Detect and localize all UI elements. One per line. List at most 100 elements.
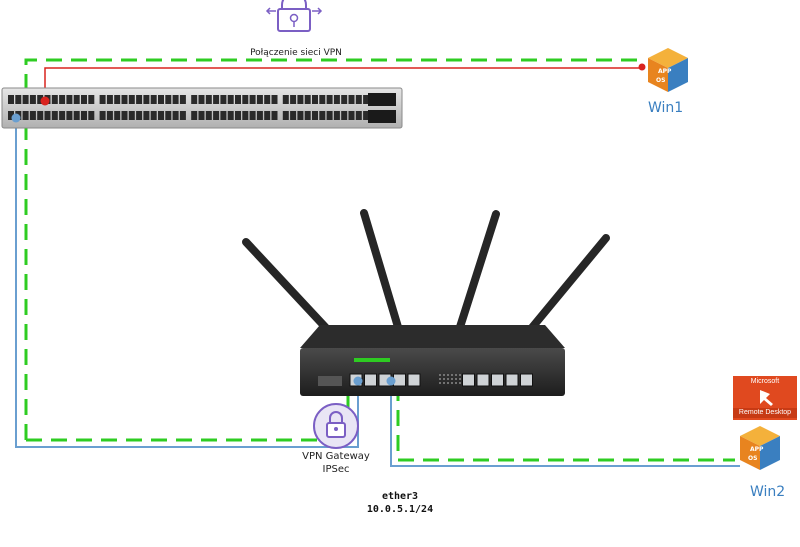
switch-port [165, 111, 172, 120]
switch-port [290, 111, 297, 120]
switch-port [106, 95, 113, 104]
wireless-router [300, 325, 565, 396]
switch-port [198, 111, 205, 120]
switch-port [242, 111, 249, 120]
switch-port [22, 95, 29, 104]
status-led [459, 382, 461, 384]
vpn-gateway-label: VPN Gateway IPSec [296, 450, 376, 476]
switch-port [158, 111, 164, 120]
switch-port [191, 95, 198, 104]
status-led [447, 374, 449, 376]
router-port [364, 373, 377, 387]
switch-port [319, 95, 326, 104]
remote-desktop-arrow-icon [760, 390, 773, 406]
status-led [447, 382, 449, 384]
switch-port [22, 111, 29, 120]
switch-port [88, 111, 95, 120]
switch-port [66, 95, 73, 104]
router-port [476, 373, 490, 387]
router-port [491, 373, 504, 387]
vm-os-text: OS [656, 77, 665, 84]
switch-port [348, 95, 355, 104]
status-led [455, 378, 457, 380]
switch-port [227, 111, 234, 120]
remote-desktop-title: Remote Desktop [733, 408, 797, 418]
switch-port [282, 111, 289, 120]
switch-port [179, 95, 186, 104]
switch-port [136, 111, 143, 120]
router-port-gateway[interactable] [353, 376, 363, 386]
switch-port [341, 111, 348, 120]
router-port [520, 373, 533, 387]
switch-port [37, 111, 44, 120]
vpn-tunnel-path-gateway [26, 372, 350, 442]
switch-port [264, 95, 271, 104]
switch-port [172, 111, 179, 120]
switch-port [81, 111, 87, 120]
router-port [407, 373, 421, 387]
switch-port [73, 95, 80, 104]
switch-port-uplink[interactable] [40, 96, 50, 106]
switch-port [355, 95, 362, 104]
switch-port [326, 95, 333, 104]
win1-vm-icon: APP OS [648, 48, 688, 92]
status-led [447, 378, 449, 380]
switch-port [8, 95, 14, 104]
switch-port [114, 95, 121, 104]
status-led [443, 374, 445, 376]
switch-port [220, 111, 227, 120]
ether3-ip-address: 10.0.5.1/24 [366, 504, 434, 515]
switch-port [158, 95, 164, 104]
win2-vm-icon: APP OS [740, 426, 780, 470]
switch-port [220, 95, 227, 104]
switch-port [304, 95, 311, 104]
switch-port [106, 111, 113, 120]
switch-port-lan[interactable] [11, 113, 21, 123]
switch-port [8, 111, 14, 120]
switch-port [150, 95, 157, 104]
switch-port [290, 95, 297, 104]
router-port-ether3[interactable] [386, 376, 396, 386]
switch-port [348, 111, 355, 120]
switch-port [256, 111, 263, 120]
switch-port [213, 95, 220, 104]
lan-link-switch-router [15, 118, 359, 448]
switch-port [66, 111, 73, 120]
router-status-leds [439, 374, 461, 384]
switch-port [59, 111, 66, 120]
switch-ports [8, 95, 370, 120]
status-led [439, 374, 441, 376]
switch-port [59, 95, 66, 104]
router-port [505, 373, 519, 387]
status-led [443, 382, 445, 384]
network-switch [1, 87, 403, 129]
switch-port [282, 95, 289, 104]
switch-port [88, 95, 95, 104]
router-antennas [242, 209, 610, 334]
switch-port [271, 111, 278, 120]
status-led [439, 382, 441, 384]
switch-port [73, 111, 80, 120]
vm-app-text: APP [750, 446, 764, 453]
switch-port [99, 111, 106, 120]
switch-port [205, 111, 212, 120]
status-led [451, 378, 453, 380]
switch-port [319, 111, 326, 120]
remote-desktop-icon: Microsoft Remote Desktop [733, 376, 797, 420]
status-led [451, 382, 453, 384]
vpn-connection-label: Połączenie sieci VPN [250, 48, 342, 58]
switch-port [333, 111, 340, 120]
ether3-port-name: ether3 [381, 491, 419, 502]
status-led [455, 374, 457, 376]
switch-port [51, 95, 58, 104]
switch-port [172, 95, 179, 104]
switch-port [249, 95, 256, 104]
vpn-gateway-lock-icon [313, 403, 359, 449]
switch-port [114, 111, 121, 120]
switch-port [355, 111, 362, 120]
lock-icon [265, 0, 323, 32]
switch-port [235, 95, 241, 104]
switch-port [143, 111, 150, 120]
switch-port [227, 95, 234, 104]
switch-port [205, 95, 212, 104]
